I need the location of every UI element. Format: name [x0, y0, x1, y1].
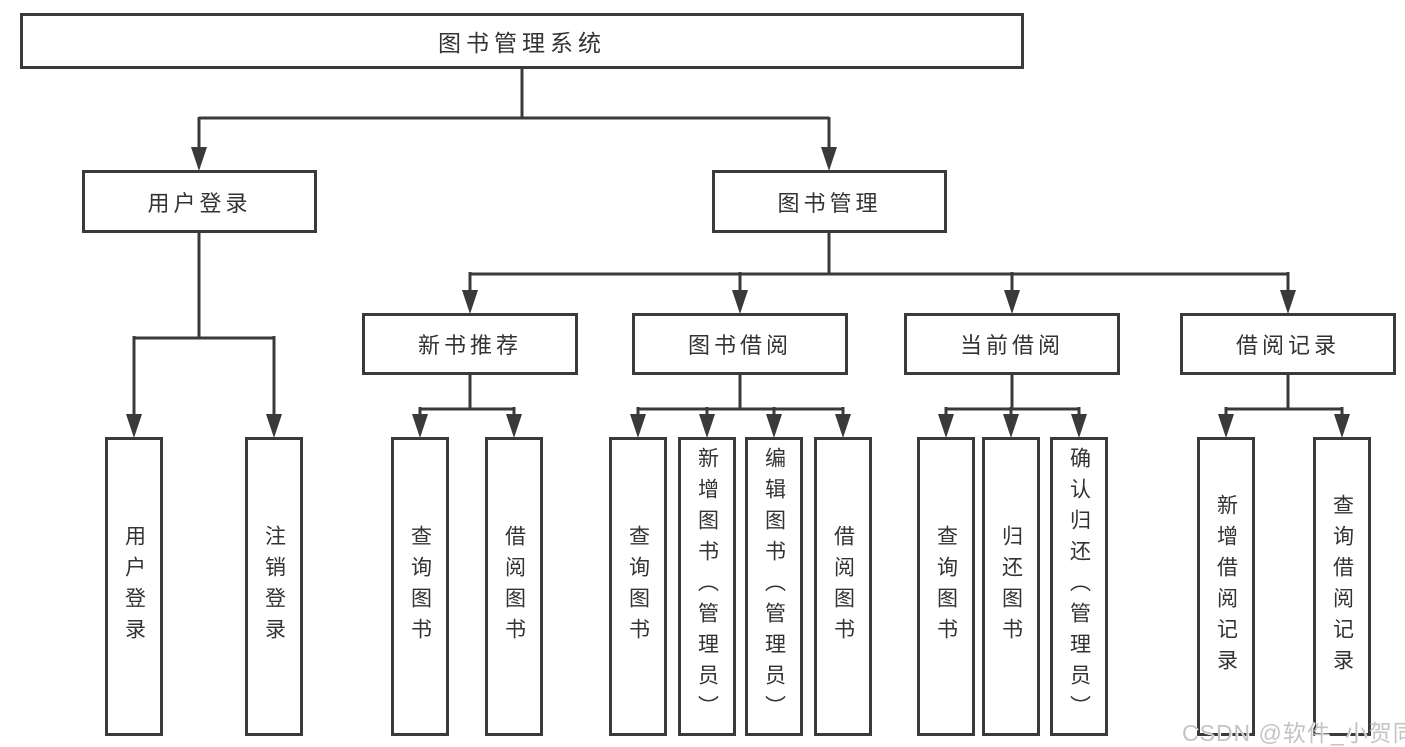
leaf-query-books-recommend: 查询图书 [391, 437, 449, 736]
leaf-query-borrow-record: 查询借阅记录 [1313, 437, 1371, 736]
leaf-add-books-admin: 新增图书（管理员） [678, 437, 736, 736]
connector-lines [132, 66, 1344, 416]
node-book-borrow: 图书借阅 [632, 313, 848, 375]
leaf-borrow-books-recommend: 借阅图书 [485, 437, 543, 736]
node-user-login: 用户登录 [82, 170, 317, 233]
leaf-label: 编辑图书（管理员） [762, 447, 786, 726]
leaf-label: 归还图书 [999, 524, 1023, 649]
node-root: 图书管理系统 [20, 13, 1024, 69]
leaf-label: 确认归还（管理员） [1067, 447, 1091, 726]
node-current-borrow: 当前借阅 [904, 313, 1120, 375]
leaf-query-books-current: 查询图书 [917, 437, 975, 736]
leaf-borrow-books: 借阅图书 [814, 437, 872, 736]
leaf-label: 注销登录 [262, 524, 286, 649]
watermark: CSDN @软件_小贺同学 [1182, 720, 1405, 746]
leaf-label: 查询图书 [626, 524, 650, 649]
leaf-label: 借阅图书 [831, 524, 855, 649]
leaf-label: 新增借阅记录 [1214, 493, 1238, 680]
leaf-label: 用户登录 [122, 524, 146, 649]
node-book-management: 图书管理 [712, 170, 947, 233]
leaf-return-books: 归还图书 [982, 437, 1040, 736]
leaf-label: 新增图书（管理员） [695, 447, 719, 726]
node-borrow-records: 借阅记录 [1180, 313, 1396, 375]
leaf-edit-books-admin: 编辑图书（管理员） [745, 437, 803, 736]
leaf-label: 查询图书 [408, 524, 432, 649]
leaf-query-books-borrow: 查询图书 [609, 437, 667, 736]
leaf-label: 查询借阅记录 [1330, 493, 1354, 680]
leaf-logout: 注销登录 [245, 437, 303, 736]
leaf-add-borrow-record: 新增借阅记录 [1197, 437, 1255, 736]
leaf-label: 借阅图书 [502, 524, 526, 649]
leaf-user-login: 用户登录 [105, 437, 163, 736]
connector-arrowheads [126, 147, 1350, 438]
leaf-confirm-return-admin: 确认归还（管理员） [1050, 437, 1108, 736]
node-new-book-recommend: 新书推荐 [362, 313, 578, 375]
leaf-label: 查询图书 [934, 524, 958, 649]
